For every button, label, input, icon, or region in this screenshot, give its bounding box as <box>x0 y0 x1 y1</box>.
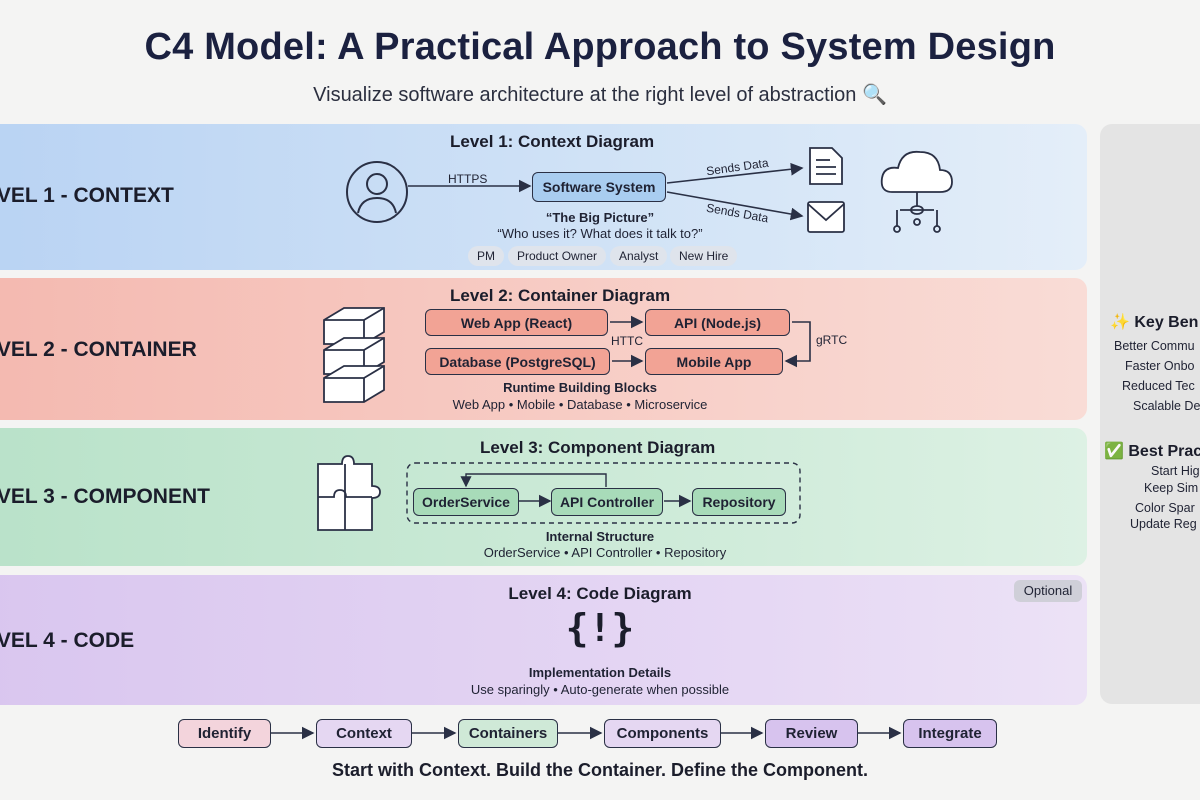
level-2-label: LEVEL 2 - CONTAINER <box>0 338 197 361</box>
workflow-step-components: Components <box>604 719 721 748</box>
component-node-api-controller: API Controller <box>551 488 663 516</box>
role-chip: Analyst <box>610 246 668 266</box>
code-braces-icon: {!} <box>565 606 635 650</box>
best-practices-heading: ✅ Best Prac <box>1104 443 1200 460</box>
edge-label-httc: HTTC <box>611 334 643 348</box>
benefit-item: Reduced Tec <box>1122 379 1195 393</box>
benefit-item: Better Commu <box>1114 339 1195 353</box>
container-node-web-app: Web App (React) <box>425 309 608 336</box>
benefit-item: Faster Onbo <box>1125 359 1195 373</box>
user-icon <box>346 161 408 223</box>
workflow-step-identify: Identify <box>178 719 271 748</box>
role-chip: New Hire <box>670 246 738 266</box>
software-system-node: Software System <box>532 172 666 202</box>
level-4-heading: Level 4: Code Diagram <box>508 584 692 603</box>
practice-item: Start Hig <box>1151 464 1200 478</box>
document-icon <box>809 147 843 185</box>
level-1-label: LEVEL 1 - CONTEXT <box>0 184 174 207</box>
page-title: C4 Model: A Practical Approach to System… <box>144 26 1056 68</box>
level-1-caption-sub: “Who uses it? What does it talk to?” <box>497 226 703 241</box>
level-4-caption-sub: Use sparingly • Auto-generate when possi… <box>470 682 730 697</box>
email-icon <box>807 201 845 233</box>
container-node-api: API (Node.js) <box>645 309 790 336</box>
level-4-band <box>0 575 1087 705</box>
edge-label-https: HTTPS <box>448 172 488 186</box>
container-node-database: Database (PostgreSQL) <box>425 348 610 375</box>
practice-item: Update Reg <box>1130 517 1197 531</box>
level-1-caption-title: “The Big Picture” <box>545 210 655 225</box>
stacked-blocks-icon <box>323 307 385 403</box>
level-2-caption-title: Runtime Building Blocks <box>503 380 657 395</box>
tagline: Start with Context. Build the Container.… <box>331 760 868 780</box>
workflow-step-review: Review <box>765 719 858 748</box>
level-3-heading: Level 3: Component Diagram <box>480 438 716 457</box>
puzzle-icon <box>317 455 381 531</box>
container-node-mobile-app: Mobile App <box>645 348 783 375</box>
key-benefits-heading: ✨ Key Ben <box>1110 314 1199 331</box>
practice-item: Color Spar <box>1135 501 1195 515</box>
level-2-heading: Level 2: Container Diagram <box>450 286 671 305</box>
level-4-label: LEVEL 4 - CODE <box>0 629 135 652</box>
edge-label-grtc: gRTC <box>816 333 848 347</box>
benefit-item: Scalable De <box>1133 399 1200 413</box>
level-3-label: LEVEL 3 - COMPONENT <box>0 485 210 508</box>
page-subtitle: Visualize software architecture at the r… <box>313 84 887 106</box>
level-1-heading: Level 1: Context Diagram <box>450 132 655 151</box>
cloud-network-icon <box>880 150 953 233</box>
optional-badge: Optional <box>1014 580 1082 602</box>
level-3-caption-sub: OrderService • API Controller • Reposito… <box>483 545 727 560</box>
workflow-step-containers: Containers <box>458 719 558 748</box>
component-node-repository: Repository <box>692 488 786 516</box>
role-chip: Product Owner <box>508 246 607 266</box>
workflow-step-context: Context <box>316 719 412 748</box>
workflow-step-integrate: Integrate <box>903 719 997 748</box>
level-4-caption-title: Implementation Details <box>528 665 672 680</box>
level-2-caption-sub: Web App • Mobile • Database • Microservi… <box>452 397 708 412</box>
component-node-orderservice: OrderService <box>413 488 519 516</box>
practice-item: Keep Sim <box>1144 481 1199 495</box>
side-panel <box>1100 124 1200 704</box>
level-3-caption-title: Internal Structure <box>545 529 655 544</box>
role-chip: PM <box>468 246 504 266</box>
